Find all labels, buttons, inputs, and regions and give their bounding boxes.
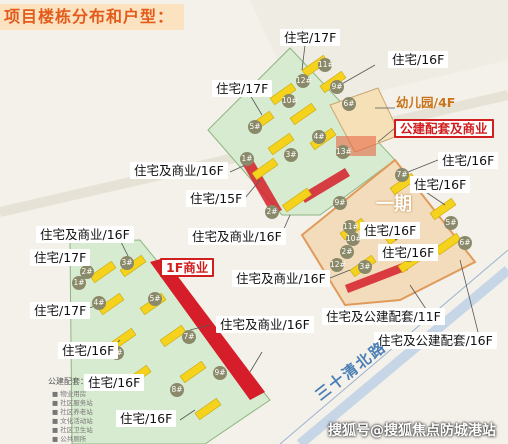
road-main — [296, 266, 508, 444]
leader-line — [179, 409, 196, 421]
building-number: 4# — [92, 296, 106, 310]
building-number: 11# — [343, 220, 359, 234]
kindergarten-label: 幼儿园/4F — [396, 95, 456, 110]
building-phase-2 — [429, 197, 457, 221]
building-number: 13# — [336, 145, 352, 159]
callout-label: 住宅/15F — [186, 190, 247, 207]
building-south-1 — [89, 260, 117, 284]
building-number: 2# — [265, 205, 279, 219]
callout-label: 住宅及公建配套/11F — [322, 308, 445, 325]
page-title: 项目楼栋分布和户型： — [0, 4, 184, 30]
callout-label: 住宅及商业/16F — [216, 316, 314, 333]
leader-line — [377, 127, 396, 143]
callout-label: 住宅/16F — [388, 51, 449, 68]
building-number: 3# — [284, 148, 298, 162]
commercial-strip-south — [150, 258, 265, 400]
building-number: 1# — [72, 276, 86, 290]
building-number: 7# — [182, 330, 196, 344]
callout-label: 住宅/16F — [410, 176, 471, 193]
building-number: 4# — [312, 130, 326, 144]
building-south-3 — [97, 292, 125, 316]
building-number: 5# — [148, 292, 162, 306]
building-number: 5# — [248, 120, 262, 134]
leader-line — [407, 159, 439, 173]
legend-item: ■ 社区卫生站 — [52, 426, 93, 434]
building-number: 3# — [358, 260, 372, 274]
callout-label: 住宅及商业/16F — [36, 226, 134, 243]
leader-line — [189, 324, 211, 331]
leader-line — [339, 64, 376, 86]
building-number: 12# — [296, 74, 312, 88]
callout-label: 住宅/16F — [438, 152, 499, 169]
building-south-8 — [179, 360, 207, 384]
commercial-strip-phase — [345, 262, 408, 293]
building-number: 3# — [120, 256, 134, 270]
callout-label: 住宅/16F — [116, 410, 177, 427]
callout-label: 住宅/16F — [378, 244, 439, 261]
phase-one-label: 一期 — [376, 194, 412, 215]
commercial-strip-north — [240, 155, 282, 215]
building-number: 6# — [458, 236, 472, 250]
building-number: 7# — [395, 168, 409, 182]
building-number: 9# — [213, 366, 227, 380]
legend-item: ■ 社区服务站 — [52, 399, 93, 407]
building-number: 2# — [80, 265, 94, 279]
building-number: 9# — [333, 196, 347, 210]
legend-item: ■ 公共厕所 — [52, 435, 87, 443]
building-north-4 — [289, 102, 317, 126]
building-number: 5# — [444, 216, 458, 230]
callout-label: 住宅/16F — [58, 342, 119, 359]
callout-label: 住宅/17F — [280, 29, 341, 46]
legend-title: 公建配套： — [48, 377, 88, 386]
callout-label: 住宅/17F — [30, 302, 91, 319]
building-north-6 — [267, 132, 295, 156]
callout-label: 住宅及商业/16F — [188, 228, 286, 245]
legend-item: ■ 文化活动站 — [52, 417, 93, 425]
callout-label: 住宅/17F — [212, 80, 273, 97]
public-facility-label: 公建配套及商业 — [394, 119, 494, 138]
building-number: 6# — [342, 97, 356, 111]
building-number: 9# — [330, 80, 344, 94]
callout-label: 住宅及商业/16F — [130, 162, 228, 179]
callout-label: 住宅/16F — [84, 374, 145, 391]
leader-line — [249, 351, 263, 373]
building-north-8 — [251, 157, 279, 181]
building-number: 12# — [330, 258, 346, 272]
building-number: 10# — [282, 94, 298, 108]
building-number: 2# — [340, 245, 354, 259]
commercial-1f-label: 1F商业 — [160, 258, 215, 277]
building-north-9 — [282, 187, 312, 213]
callout-label: 住宅/17F — [30, 249, 91, 266]
legend-item: ■ 物业用房 — [52, 390, 87, 398]
leader-line — [249, 94, 263, 116]
building-number: 8# — [170, 383, 184, 397]
leader-line — [459, 259, 481, 341]
callout-label: 住宅及商业/16F — [232, 270, 330, 287]
legend-item: ■ 社区养老站 — [52, 408, 93, 416]
commercial-strip-center — [300, 168, 350, 203]
building-number: 1# — [240, 152, 254, 166]
callout-label: 住宅及公建配套/16F — [374, 332, 497, 349]
watermark: 搜狐号@搜狐焦点防城港站 — [328, 423, 496, 439]
building-number: 11# — [318, 58, 334, 72]
callout-label: 住宅/16F — [360, 222, 421, 239]
leader-line — [244, 179, 261, 199]
leader-line — [301, 44, 306, 71]
building-number: 10# — [346, 232, 362, 246]
building-south-6 — [159, 324, 187, 348]
building-south-9 — [194, 397, 222, 421]
